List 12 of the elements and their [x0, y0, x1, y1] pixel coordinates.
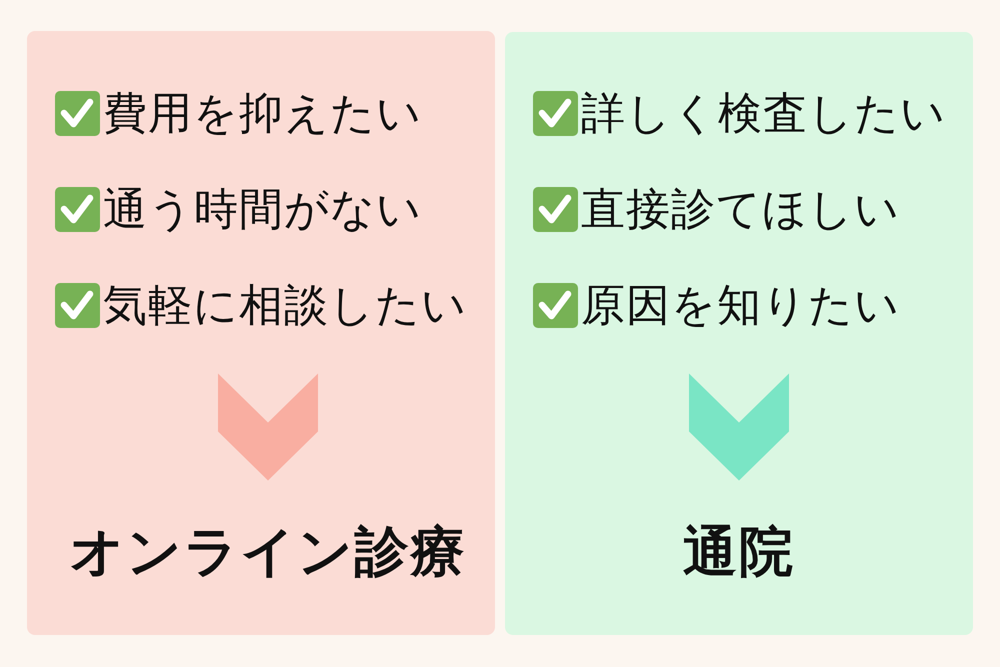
result-heading: 通院 — [683, 524, 795, 580]
checklist-item: 通う時間がない — [103, 186, 422, 234]
checklist-item: 気軽に相談したい — [103, 282, 467, 330]
chevron-arrow — [218, 374, 318, 480]
checklist-item: 原因を知りたい — [581, 282, 900, 330]
checklist-item: 費用を抑えたい — [103, 90, 422, 138]
panel — [505, 32, 973, 635]
checklist-item: 直接診てほしい — [581, 186, 900, 234]
chevron-arrow — [689, 374, 789, 480]
checklist-item: 詳しく検査したい — [581, 90, 946, 138]
result-heading: オンライン診療 — [70, 524, 466, 580]
panel — [27, 31, 495, 635]
